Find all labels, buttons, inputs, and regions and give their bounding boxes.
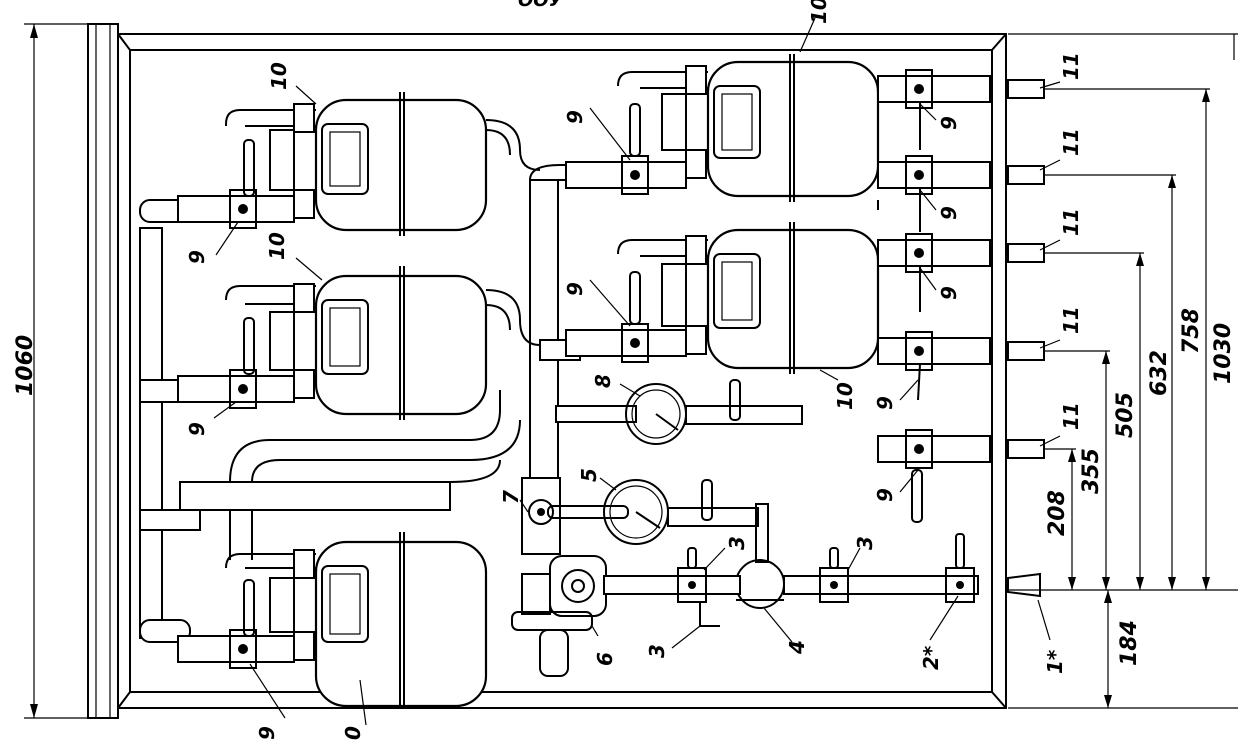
label-9-left-top: 9 [185,250,209,264]
right-outlet-branches [877,69,1045,523]
top-partial-text: ООУ [518,0,564,11]
gas-meter-right-bottom [706,222,880,374]
label-9-left-bottom: 9 [255,726,279,740]
callout-labels: 10 10 10 10 0 9 9 9 9 9 9 9 9 9 9 11 11 … [185,0,1083,740]
label-10-right-bottom: 10 [833,382,857,410]
label-9-right-3: 9 [937,286,961,300]
mounting-rail [87,23,119,719]
dim-758: 758 [1179,308,1204,354]
label-0-bottom: 0 [341,726,365,740]
label-11-1: 11 [1059,52,1083,80]
cabinet-outer-frame [117,33,1007,709]
left-meter-connections [225,103,316,661]
dim-208: 208 [1045,490,1070,536]
label-9-right-2: 9 [937,206,961,220]
gas-meter-left-middle [314,266,488,420]
pressure-gauge-8 [625,379,803,445]
dim-355: 355 [1079,448,1104,494]
label-10-left-middle: 10 [265,232,289,260]
callout-leaders [213,17,1061,726]
label-9-right-1: 9 [937,116,961,130]
label-10-right-top: 10 [807,0,831,24]
label-7: 7 [499,490,523,504]
gas-meter-right-top [706,54,880,202]
dimension-lines [24,23,1238,719]
label-11-3: 11 [1059,208,1083,236]
label-9-right-5: 9 [873,488,897,502]
inlet-line [603,533,1041,627]
dim-184: 184 [1117,620,1142,666]
label-9-left-middle: 9 [185,422,209,436]
cabinet [87,23,1007,719]
label-11-2: 11 [1059,128,1083,156]
label-5: 5 [577,468,601,482]
dim-1060: 1060 [13,335,38,396]
dimension-values: 1060 1030 758 632 505 355 208 184 [13,308,1236,666]
main-shutoff-valve-7 [521,477,629,555]
label-9-right-4: 9 [873,396,897,410]
gas-meter-left-top [314,92,488,236]
dim-1030: 1030 [1211,323,1236,384]
label-6: 6 [593,652,617,666]
label-1-star: 1* [1043,649,1067,674]
cabinet-inner-frame [129,49,993,693]
label-10-left-top: 10 [267,62,291,90]
label-3-b: 3 [853,536,877,550]
label-11-4: 11 [1059,306,1083,334]
dim-505: 505 [1113,392,1138,438]
label-11-5: 11 [1059,402,1083,430]
label-9-center-bottom: 9 [563,282,587,296]
label-9-center-top: 9 [563,110,587,124]
label-8: 8 [591,374,615,388]
label-4: 4 [785,640,809,655]
gas-meter-left-bottom [314,532,488,708]
gas-pressure-regulator-6 [511,555,607,677]
label-3-a: 3 [725,536,749,550]
pressure-gauge-5 [603,479,759,545]
dim-632: 632 [1147,350,1172,396]
central-riser [485,119,637,481]
right-meter-connections [565,65,708,363]
label-2-star: 2* [919,645,943,670]
label-3-c: 3 [645,644,669,658]
